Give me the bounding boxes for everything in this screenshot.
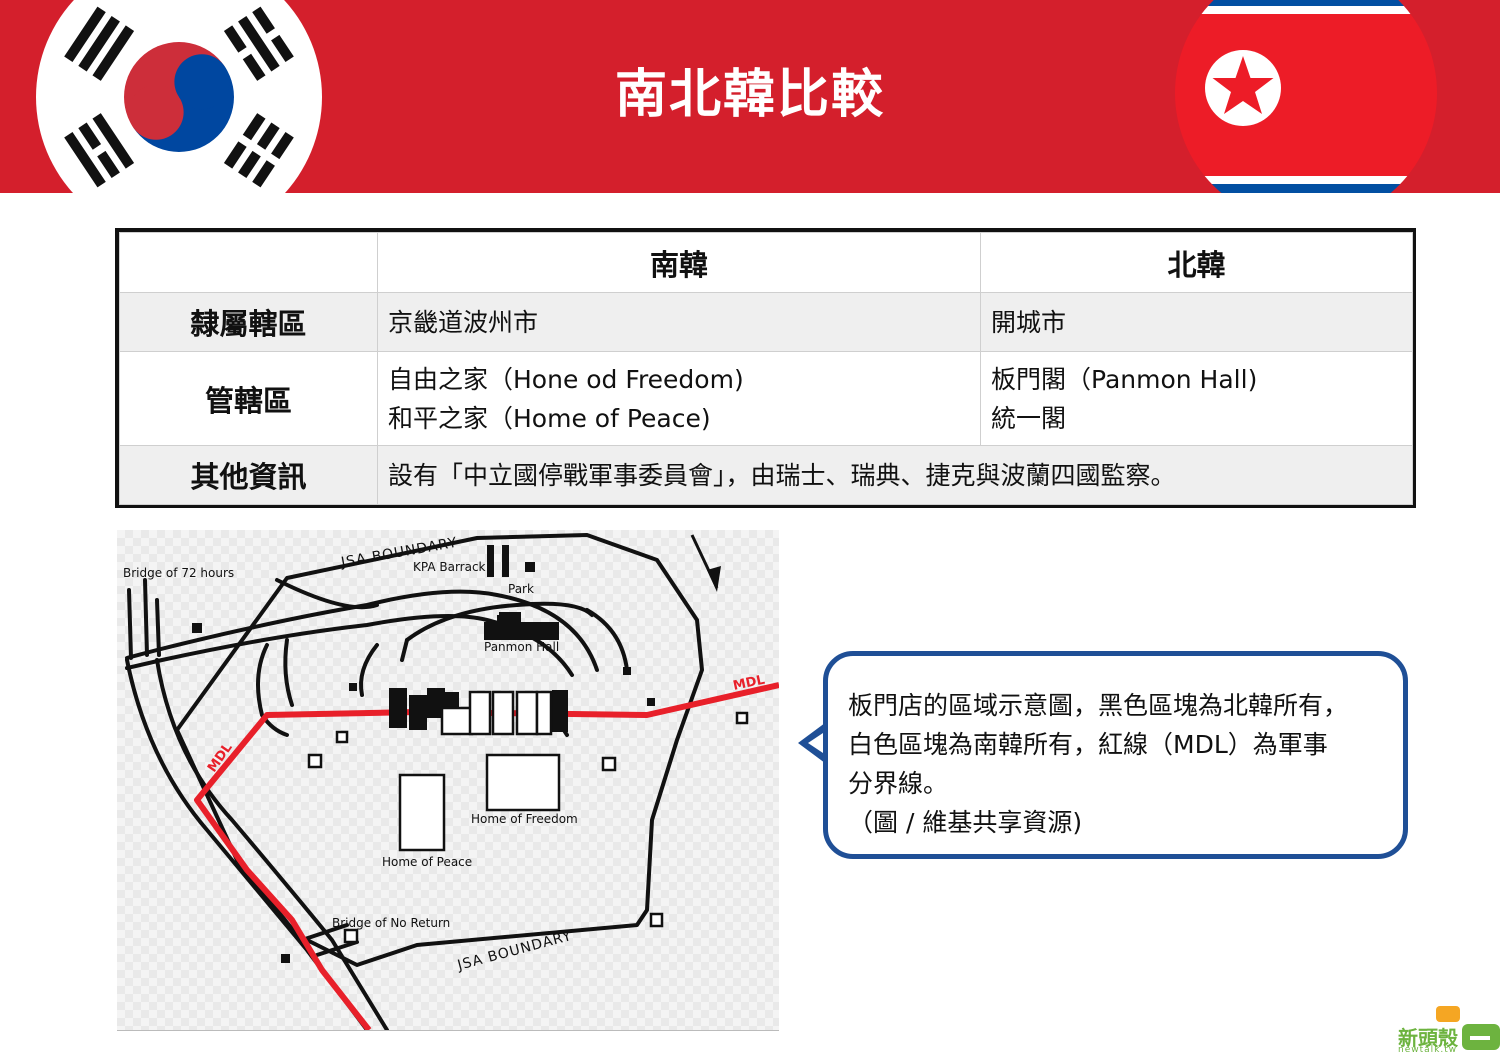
cell-north: 板門閣（Panmon Hall) 統一閣 [980,351,1413,446]
caption-line: 白色區塊為南韓所有，紅線（MDL）為軍事 [848,730,1328,759]
cell-north: 開城市 [980,292,1413,352]
row-label: 隸屬轄區 [119,292,378,352]
north-korea-flag-icon [1175,0,1437,193]
table-header-row: 南韓 北韓 [119,232,1413,293]
comparison-table: 南韓 北韓 隸屬轄區 京畿道波州市 開城市 管轄區 自由之家（Hone od F… [115,228,1416,508]
row-label: 管轄區 [119,351,378,446]
table-header-empty [119,232,378,293]
caption-line: 分界線。 [848,769,949,798]
table-row: 隸屬轄區 京畿道波州市 開城市 [119,292,1413,352]
table-row: 其他資訊 設有「中立國停戰軍事委員會」，由瑞士、瑞典、捷克與波蘭四國監察。 [119,445,1413,505]
jsa-map-drawing: JSA BOUNDARY Bridge of 72 hours KPA Barr… [123,533,779,1030]
header-banner: 南北韓比較 [0,0,1500,193]
mdl-line [194,682,779,1030]
page-title: 南北韓比較 [614,65,885,125]
jsa-map: JSA BOUNDARY Bridge of 72 hours KPA Barr… [117,530,779,1031]
park-label: Park [508,582,534,596]
kpa-label: KPA Barrack [413,560,486,574]
mdl-right-label: MDL [732,673,766,694]
peace-label: Home of Peace [382,855,472,869]
cell-south: 京畿道波州市 [377,292,981,352]
caption-line: 板門店的區域示意圖，黑色區塊為北韓所有， [848,691,1349,720]
south-korea-flag-icon [36,0,322,193]
row-label: 其他資訊 [119,445,378,505]
table-header-north: 北韓 [980,232,1413,293]
logo-name: 新頭殼 [1398,1026,1458,1050]
table-header-south: 南韓 [377,232,981,293]
map-caption-callout: 板門店的區域示意圖，黑色區塊為北韓所有， 白色區塊為南韓所有，紅線（MDL）為軍… [823,651,1408,859]
cell-south: 自由之家（Hone od Freedom) 和平之家（Home of Peace… [377,351,981,446]
newtalk-logo: 新頭殼 newtalk.tw [1396,1002,1500,1059]
panmon-label: Panmon Hall [484,640,559,654]
newtalk-logo-icon [1436,1006,1500,1050]
freedom-label: Home of Freedom [471,812,578,826]
table-row: 管轄區 自由之家（Hone od Freedom) 和平之家（Home of P… [119,351,1413,446]
cell-merged: 設有「中立國停戰軍事委員會」，由瑞士、瑞典、捷克與波蘭四國監察。 [377,445,1413,505]
no-return-label: Bridge of No Return [332,916,450,930]
north-arrow-icon [690,534,721,592]
bridge72-label: Bridge of 72 hours [123,566,234,580]
logo-sub: newtalk.tw [1398,1045,1458,1055]
caption-source: （圖 / 維基共享資源) [848,808,1083,837]
